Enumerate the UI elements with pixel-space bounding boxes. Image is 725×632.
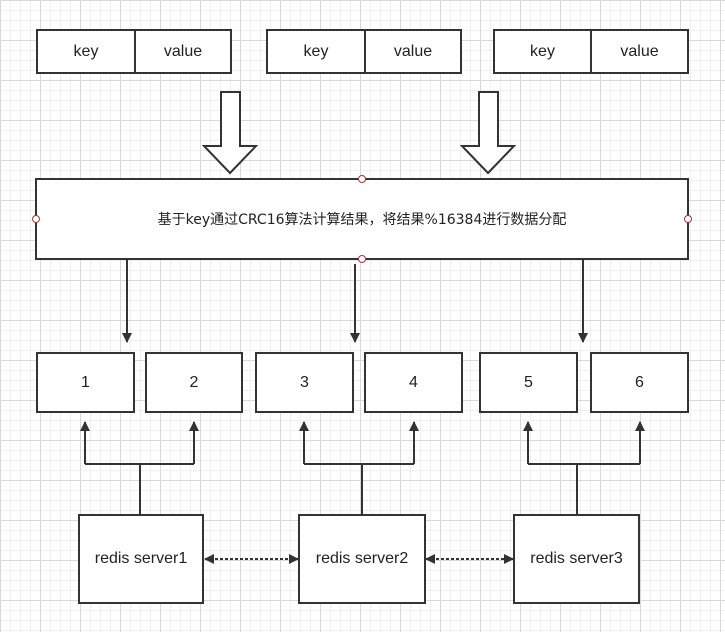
kv-key-label: key <box>530 42 555 60</box>
redis-server-label: redis server2 <box>315 550 409 567</box>
server2-slot-connector <box>304 463 414 514</box>
kv-value-label: value <box>163 42 203 60</box>
selection-handle-top[interactable] <box>358 175 366 183</box>
server3-slot-connector <box>528 463 640 514</box>
selection-handle-left[interactable] <box>32 215 40 223</box>
slot-label: 3 <box>300 373 309 391</box>
hollow-down-arrow-1 <box>201 91 259 175</box>
hash-distribution-label: 基于key通过CRC16算法计算结果，将结果%16384进行数据分配 <box>157 212 567 228</box>
kv-key-label: key <box>303 42 329 60</box>
slot-label: 5 <box>524 373 533 391</box>
redis-server-label: redis server1 <box>94 550 188 567</box>
redis-server-box-3[interactable]: redis server3 <box>513 514 640 604</box>
slot-box-1[interactable]: 1 <box>36 352 135 413</box>
slot-box-6[interactable]: 6 <box>590 352 689 413</box>
slot-box-3[interactable]: 3 <box>255 352 354 413</box>
kv-value-label: value <box>620 42 659 60</box>
kv-value-box-2[interactable]: value <box>364 29 462 74</box>
kv-key-box-1[interactable]: key <box>36 29 136 74</box>
slot-label: 2 <box>189 373 199 391</box>
server1-slot-connector <box>85 463 194 514</box>
redis-server-box-2[interactable]: redis server2 <box>298 514 426 604</box>
hollow-down-arrow-2 <box>459 91 517 175</box>
redis-server-label: redis server3 <box>530 550 623 567</box>
kv-key-box-3[interactable]: key <box>493 29 592 74</box>
slot-label: 1 <box>81 373 90 391</box>
selection-handle-right[interactable] <box>684 215 692 223</box>
slot-label: 4 <box>409 373 418 391</box>
kv-key-label: key <box>73 42 99 60</box>
slot-label: 6 <box>635 373 644 391</box>
slot-box-2[interactable]: 2 <box>145 352 243 413</box>
kv-value-label: value <box>393 42 433 60</box>
kv-value-box-3[interactable]: value <box>590 29 689 74</box>
kv-value-box-1[interactable]: value <box>134 29 232 74</box>
redis-server-box-1[interactable]: redis server1 <box>78 514 204 604</box>
slot-box-4[interactable]: 4 <box>364 352 463 413</box>
slot-box-5[interactable]: 5 <box>479 352 578 413</box>
kv-key-box-2[interactable]: key <box>266 29 366 74</box>
hash-distribution-box[interactable]: 基于key通过CRC16算法计算结果，将结果%16384进行数据分配 <box>35 178 689 260</box>
selection-handle-bottom[interactable] <box>358 255 366 263</box>
